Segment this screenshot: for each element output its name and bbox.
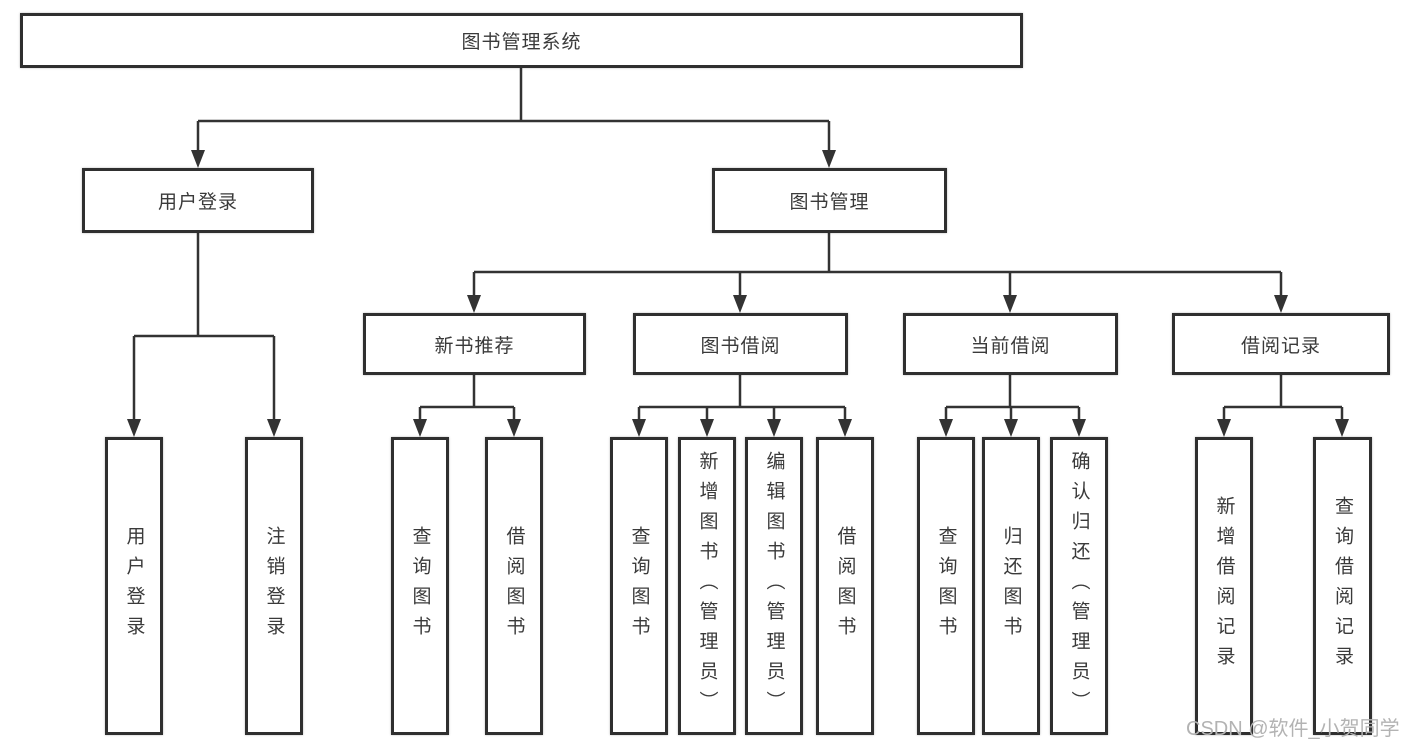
leaf-logout-label: 注销登录 <box>263 526 285 646</box>
leaf-edit-book-admin: 编辑图书（管理员） <box>745 437 803 735</box>
node-user-login-label: 用户登录 <box>157 192 238 213</box>
leaf-return-books: 归还图书 <box>982 437 1040 735</box>
leaf-confirm-return-admin: 确认归还（管理员） <box>1050 437 1108 735</box>
arrowheads-book-management-level3 <box>467 295 1288 313</box>
node-book-borrowing: 图书借阅 <box>633 313 848 375</box>
leaf-borrow-books: 借阅图书 <box>816 437 874 735</box>
node-root-system: 图书管理系统 <box>20 13 1023 68</box>
node-book-borrowing-label: 图书借阅 <box>700 335 781 357</box>
leaf-query-books-borrow: 查询图书 <box>610 437 668 735</box>
leaf-query-books-new: 查询图书 <box>391 437 449 735</box>
leaf-query-borrow-record: 查询借阅记录 <box>1313 437 1372 735</box>
arrowheads-book-borrowing-leaves <box>632 419 852 437</box>
connector-current-borrowing-to-leaves <box>944 375 1081 422</box>
node-book-management: 图书管理 <box>712 168 947 233</box>
leaf-borrow-books-new: 借阅图书 <box>485 437 543 735</box>
leaf-add-book-admin-label: 新增图书（管理员） <box>696 451 718 721</box>
leaf-return-books-label: 归还图书 <box>1000 526 1022 646</box>
leaf-edit-book-admin-label: 编辑图书（管理员） <box>763 451 785 721</box>
leaf-user-login-label: 用户登录 <box>123 526 145 646</box>
connector-root-to-level2 <box>196 68 831 152</box>
connector-borrowing-records-to-leaves <box>1222 375 1344 422</box>
leaf-query-books-current-label: 查询图书 <box>935 526 957 646</box>
arrowheads-user-login-leaves <box>127 419 281 437</box>
node-borrowing-records: 借阅记录 <box>1172 313 1390 375</box>
leaf-query-books-borrow-label: 查询图书 <box>628 526 650 646</box>
leaf-logout: 注销登录 <box>245 437 303 735</box>
connector-user-login-to-leaves <box>132 233 276 421</box>
leaf-borrow-books-new-label: 借阅图书 <box>503 526 525 646</box>
leaf-query-books-current: 查询图书 <box>917 437 975 735</box>
node-book-management-label: 图书管理 <box>789 192 870 213</box>
connector-new-books-to-leaves <box>418 375 516 422</box>
leaf-query-borrow-record-label: 查询借阅记录 <box>1332 496 1353 676</box>
node-user-login: 用户登录 <box>82 168 314 233</box>
csdn-watermark: CSDN @软件_小贺同学 <box>1186 718 1400 740</box>
leaf-query-books-new-label: 查询图书 <box>409 526 431 646</box>
arrowheads-current-borrowing-leaves <box>939 419 1086 437</box>
leaf-borrow-books-label: 借阅图书 <box>834 526 856 646</box>
connector-book-borrowing-to-leaves <box>637 375 847 422</box>
arrowheads-new-books-leaves <box>413 419 521 437</box>
connector-book-management-to-level3 <box>472 233 1283 297</box>
arrowheads-borrowing-records-leaves <box>1217 419 1349 437</box>
node-current-borrowing-label: 当前借阅 <box>970 335 1051 357</box>
node-root-label: 图书管理系统 <box>461 32 582 53</box>
leaf-add-book-admin: 新增图书（管理员） <box>678 437 736 735</box>
leaf-add-borrow-record: 新增借阅记录 <box>1195 437 1253 735</box>
node-current-borrowing: 当前借阅 <box>903 313 1118 375</box>
leaf-confirm-return-admin-label: 确认归还（管理员） <box>1068 451 1090 721</box>
node-new-book-recommendation-label: 新书推荐 <box>434 335 515 357</box>
node-new-book-recommendation: 新书推荐 <box>363 313 586 375</box>
leaf-user-login: 用户登录 <box>105 437 163 735</box>
arrowheads-root-to-level2 <box>191 150 836 168</box>
leaf-add-borrow-record-label: 新增借阅记录 <box>1213 496 1235 676</box>
node-borrowing-records-label: 借阅记录 <box>1240 335 1321 357</box>
